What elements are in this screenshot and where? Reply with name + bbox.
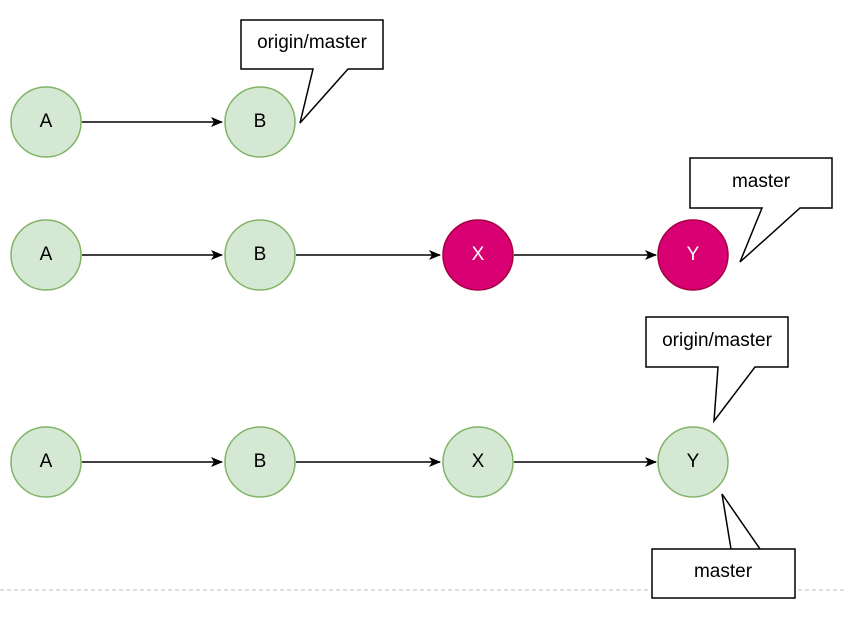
callout-label: origin/master [662, 330, 772, 351]
commit-circle [224, 86, 296, 158]
commit-node-new[interactable]: X [442, 219, 514, 291]
row-2-local-commits: A B X Y master [10, 157, 833, 291]
commit-label: Y [687, 451, 700, 472]
commit-circle [10, 426, 82, 498]
commit-node[interactable]: A [10, 426, 82, 498]
commit-label: A [40, 244, 53, 265]
callout-box [689, 157, 833, 263]
commit-circle [224, 426, 296, 498]
commit-node-new[interactable]: Y [657, 219, 729, 291]
commit-label: A [40, 451, 53, 472]
commit-label: Y [687, 244, 700, 265]
callout-label: origin/master [257, 32, 367, 53]
commit-circle [442, 426, 514, 498]
branch-callout-master: master [651, 493, 796, 599]
commit-node[interactable]: A [10, 219, 82, 291]
callout-label: master [732, 171, 791, 192]
commit-label: B [254, 451, 267, 472]
branch-callout-origin-master: origin/master [645, 316, 789, 424]
callout-box [240, 19, 384, 124]
commit-circle [657, 426, 729, 498]
commit-label: A [40, 111, 53, 132]
branch-callout-origin-master: origin/master [240, 19, 384, 124]
commit-circle [657, 219, 729, 291]
commit-circle [10, 86, 82, 158]
commit-node[interactable]: Y [657, 426, 729, 498]
callout-box [651, 493, 796, 599]
callout-box [645, 316, 789, 424]
commit-label: X [472, 451, 485, 472]
commit-circle [442, 219, 514, 291]
row-3-after-push: A B X Y origin/master master [10, 316, 796, 599]
commit-node[interactable]: B [224, 86, 296, 158]
commit-label: B [254, 111, 267, 132]
commit-node[interactable]: B [224, 219, 296, 291]
row-1-before-commit: A B origin/master [10, 19, 384, 158]
branch-callout-master: master [689, 157, 833, 263]
commit-node[interactable]: A [10, 86, 82, 158]
commit-circle [10, 219, 82, 291]
commit-node[interactable]: B [224, 426, 296, 498]
commit-label: B [254, 244, 267, 265]
commit-label: X [472, 244, 485, 265]
commit-node[interactable]: X [442, 426, 514, 498]
callout-label: master [694, 561, 753, 582]
commit-circle [224, 219, 296, 291]
